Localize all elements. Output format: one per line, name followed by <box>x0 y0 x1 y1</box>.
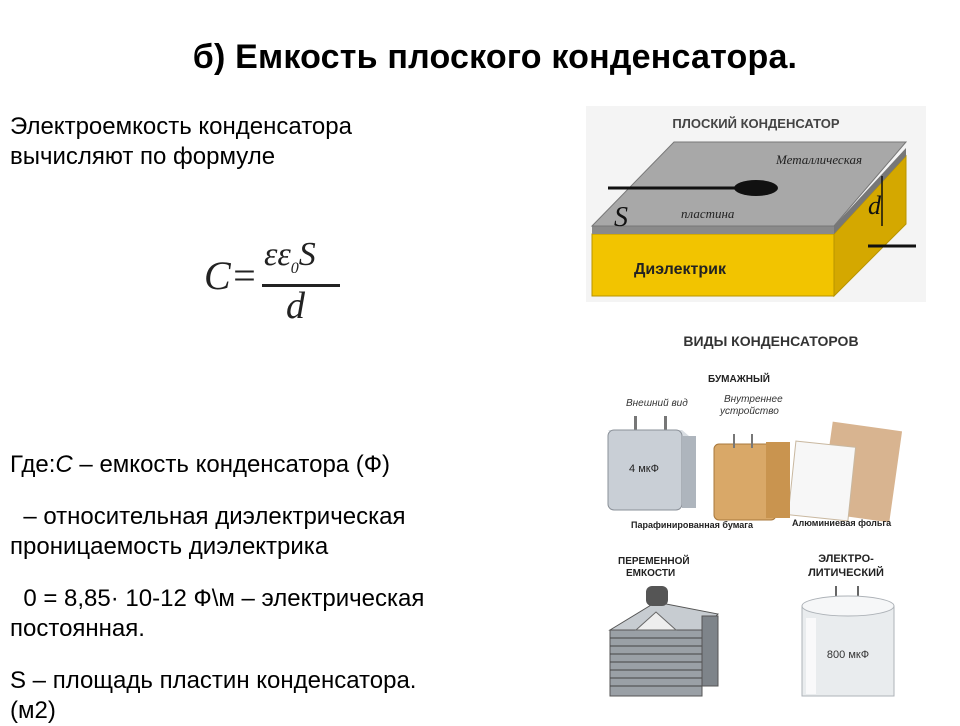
variable-label-2: ЕМКОСТИ <box>626 568 675 579</box>
definition-eps-1: – относительная диэлектрическая <box>10 503 406 530</box>
capacitance-formula: C= εε0S d <box>198 226 368 327</box>
value-800-label: 800 мкФ <box>827 649 869 661</box>
paper-title: БУМАЖНЫЙ <box>708 372 770 385</box>
intro-line-1: Электроемкость конденсатора <box>10 113 352 140</box>
outer-view-label: Внешний вид <box>626 398 688 409</box>
paper-capacitor-inner <box>713 421 903 523</box>
parallel-plate-capacitor-image: ПЛОСКИЙ КОНДЕНСАТОР Металлическая пласти… <box>586 106 926 302</box>
dielectric-label: Диэлектрик <box>634 261 727 278</box>
formula-lhs: C= <box>204 253 258 298</box>
paper-capacitor-outer: 4 мкФ <box>607 416 696 511</box>
page-title: б) Емкость плоского конденсатора. <box>192 38 798 76</box>
value-4-label: 4 мкФ <box>629 463 659 475</box>
variable-label-1: ПЕРЕМЕННОЙ <box>618 554 690 567</box>
definition-eps0-1: 0 = 8,85· 10-12 Ф\м – электрическая <box>10 585 425 612</box>
definition-s-1: S – площадь пластин конденсатора. <box>10 667 417 694</box>
paraffin-label: Парафинированная бумага <box>631 520 754 530</box>
capacitor-types-image: ВИДЫ КОНДЕНСАТОРОВ БУМАЖНЫЙ Внешний вид … <box>607 333 903 697</box>
definition-eps-2: проницаемость диэлектрика <box>10 533 329 560</box>
inner-label-1: Внутреннее <box>724 394 783 405</box>
foil-label: Алюминиевая фольга <box>792 518 892 528</box>
formula-denominator: d <box>286 285 305 327</box>
distance-d-label: d <box>868 191 882 220</box>
inner-label-2: устройство <box>719 406 779 417</box>
electro-label-1: ЭЛЕКТРО- <box>818 553 874 565</box>
types-title: ВИДЫ КОНДЕНСАТОРОВ <box>683 333 858 349</box>
plate-label-1: Металлическая <box>775 152 862 167</box>
fraction-bar <box>262 284 340 287</box>
intro-line-2: вычисляют по формуле <box>10 143 276 170</box>
definition-s-2: (м2) <box>10 697 56 724</box>
formula-numerator: εε0S <box>264 236 316 277</box>
area-s-label: S <box>614 202 628 233</box>
electrolytic-capacitor: 800 мкФ <box>801 586 895 697</box>
electro-label-2: ЛИТИЧЕСКИЙ <box>808 566 884 579</box>
capacitor-title: ПЛОСКИЙ КОНДЕНСАТОР <box>672 116 839 131</box>
definition-c: Где:C – емкость конденсатора (Ф) <box>10 451 391 478</box>
definition-eps0-2: постоянная. <box>10 615 145 642</box>
variable-capacitor <box>608 586 720 697</box>
plate-label-2: пластина <box>681 206 735 221</box>
